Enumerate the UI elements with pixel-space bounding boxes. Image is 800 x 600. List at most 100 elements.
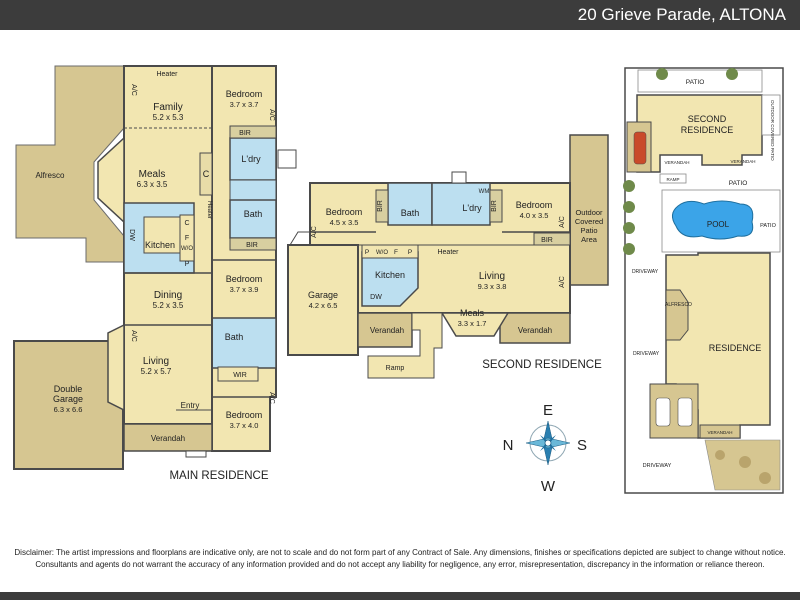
disclaimer-line-2: Consultants and agents do not warrant th… <box>35 560 765 569</box>
footer-bar <box>0 592 800 600</box>
main-ac-label-1: A/C <box>130 84 137 96</box>
second-living-size: 9.3 x 3.8 <box>478 282 507 291</box>
second-bedroom2-label: Bedroom <box>516 200 553 210</box>
main-bir-label-2: BIR <box>246 242 258 249</box>
main-verandah <box>123 423 213 452</box>
main-ldry-step <box>277 149 297 169</box>
header-bar: 20 Grieve Parade, ALTONA <box>0 0 800 30</box>
main-dw-label: DW <box>128 229 135 241</box>
main-bath-zone-2 <box>211 317 277 369</box>
main-bedroom1-size: 3.7 x 3.7 <box>230 100 259 109</box>
site-verandah-bottom <box>699 424 741 439</box>
second-ramp <box>367 312 443 379</box>
second-patio-line4: Area <box>581 235 598 244</box>
main-living-size: 5.2 x 5.7 <box>141 367 172 376</box>
compass-label-s: S <box>577 437 587 454</box>
main-ac-label-2: A/C <box>268 109 275 121</box>
main-c-label-kitchen: C <box>184 220 189 227</box>
site-plant-1 <box>656 68 668 80</box>
main-garage-size: 6.3 x 6.6 <box>54 405 83 414</box>
second-patio-line1: Outdoor <box>575 208 603 217</box>
second-bir-label-3: BIR <box>541 237 553 244</box>
main-bir-1 <box>229 125 277 139</box>
second-meals-bay <box>440 312 510 337</box>
main-bedroom3-size: 3.7 x 4.0 <box>230 421 259 430</box>
main-heater-label: Heater <box>156 71 178 78</box>
site-patio-mid-label: PATIO <box>729 180 748 187</box>
second-wm-label: WM <box>479 189 490 195</box>
second-ac-label-3: A/C <box>559 276 566 288</box>
main-cupboard-label: C <box>203 169 210 179</box>
compass-label-w: W <box>541 478 556 495</box>
car-icon-2 <box>677 397 693 427</box>
site-alfresco-label: ALFRESCO <box>665 302 692 308</box>
site-plan: PATIO SECOND RESIDENCE OUTDOOR COVERED P… <box>623 67 784 494</box>
main-bedroom1-label: Bedroom <box>226 89 263 99</box>
second-verandah-right <box>499 312 571 344</box>
second-p-label-2: P <box>408 249 412 256</box>
second-dw-label: DW <box>370 294 382 301</box>
main-bedroom2-size: 3.7 x 3.9 <box>230 285 259 294</box>
main-family-label: Family <box>153 102 182 113</box>
second-living-label: Living <box>479 271 505 282</box>
main-living-label: Living <box>143 356 169 367</box>
main-ac-label-3: A/C <box>130 330 137 342</box>
main-dining-size: 5.2 x 3.5 <box>153 301 184 310</box>
site-outdoor-covered-patio-label: OUTDOOR COVERED PATIO <box>770 100 775 161</box>
main-meals-size: 6.3 x 3.5 <box>137 180 168 189</box>
main-bedroom2-label: Bedroom <box>226 274 263 284</box>
site-driveway-bottom-label: DRIVEWAY <box>643 463 672 469</box>
main-dining-label: Dining <box>154 290 182 301</box>
second-residence-caption: SECOND RESIDENCE <box>482 359 602 371</box>
site-ramp <box>659 173 687 184</box>
second-meals-size: 3.3 x 1.7 <box>458 319 487 328</box>
main-ac-label-4: A/C <box>268 392 275 404</box>
second-laundry-label: L'dry <box>462 203 482 213</box>
second-ldry-step <box>451 171 467 184</box>
site-shrub-1 <box>715 450 725 460</box>
main-residence-caption: MAIN RESIDENCE <box>169 470 268 482</box>
second-outdoor-patio <box>569 134 609 286</box>
second-ramp-label: Ramp <box>386 365 405 372</box>
site-patio-top-label: PATIO <box>686 79 705 86</box>
site-shrub-3 <box>759 472 771 484</box>
second-bir-label-1: BIR <box>377 200 384 212</box>
site-tree-4 <box>623 243 635 255</box>
site-tree-1 <box>623 180 635 192</box>
second-bath-zone <box>387 182 433 226</box>
main-entry-step <box>185 450 207 458</box>
site-second-residence-line1: SECOND <box>688 114 727 124</box>
site-second-residence-line2: RESIDENCE <box>681 125 734 135</box>
second-ac-label-2: A/C <box>559 216 566 228</box>
second-verandah-left <box>357 312 413 348</box>
site-shrub-2 <box>739 456 751 468</box>
site-pool-label: POOL <box>707 220 730 229</box>
second-kitchen-label: Kitchen <box>375 270 405 280</box>
main-residence-plan: Alfresco Heater Family 5.2 x 5.3 A/C Mea… <box>13 65 297 482</box>
compass-label-n: N <box>503 437 514 454</box>
car-icon-red <box>633 131 647 165</box>
second-meals-label: Meals <box>460 308 485 318</box>
site-ramp-label: RAMP <box>666 177 679 182</box>
site-alfresco <box>665 289 689 341</box>
second-patio-line3: Patio <box>580 226 597 235</box>
disclaimer: Disclaimer: The artist impressions and f… <box>0 547 800 571</box>
main-pantry-block <box>179 214 195 262</box>
main-f-label: F <box>185 235 189 242</box>
page-title: 20 Grieve Parade, ALTONA <box>577 5 786 24</box>
main-bath2-label: Bath <box>225 332 244 342</box>
second-bir-2 <box>489 189 503 223</box>
second-garage-label: Garage <box>308 290 338 300</box>
main-bedroom3-label: Bedroom <box>226 410 263 420</box>
main-alfresco-label: Alfresco <box>36 171 65 180</box>
compass-rose: E N S W <box>503 402 587 495</box>
second-bedroom1-label: Bedroom <box>326 207 363 217</box>
main-bath-zone-1 <box>229 199 277 239</box>
main-entry-label: Entry <box>181 401 200 410</box>
second-garage-door <box>289 231 310 246</box>
second-bir-1 <box>375 189 389 223</box>
second-heater-label: Heater <box>437 249 459 256</box>
main-wo-label: W/O <box>181 246 193 252</box>
site-patio-right-label: PATIO <box>760 223 776 229</box>
